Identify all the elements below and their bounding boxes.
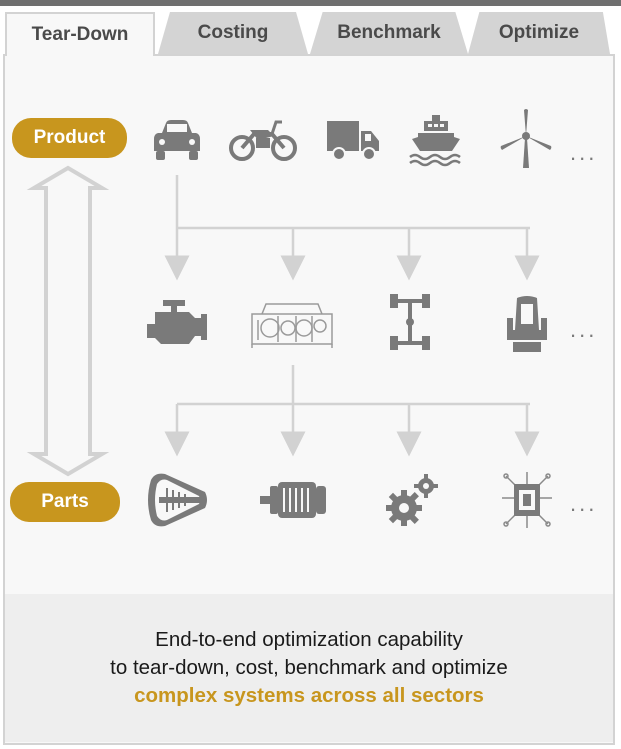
tab-costing[interactable]: Costing xyxy=(158,12,308,54)
tab-tear-down-label: Tear-Down xyxy=(31,24,129,45)
truck-icon xyxy=(327,121,379,161)
motor-icon xyxy=(260,482,326,518)
caption-line-2: to tear-down, cost, benchmark and optimi… xyxy=(110,656,508,679)
axle-chassis-icon xyxy=(390,294,430,350)
wind-turbine-icon xyxy=(500,109,552,168)
tab-optimize-label: Optimize xyxy=(498,22,580,43)
gears-icon xyxy=(386,474,438,526)
more-systems-ellipsis: ... xyxy=(570,317,598,342)
tab-costing-label: Costing xyxy=(197,22,269,43)
product-parts-double-arrow xyxy=(26,165,110,477)
car-icon xyxy=(154,120,200,160)
tab-benchmark[interactable]: Benchmark xyxy=(310,12,468,54)
circuit-chip-icon xyxy=(502,472,552,528)
caption-panel: End-to-end optimization capability to te… xyxy=(5,594,613,742)
caption-line-1: End-to-end optimization capability xyxy=(155,628,463,651)
parts-level-label: Parts xyxy=(10,482,120,522)
motorcycle-icon xyxy=(229,120,297,161)
top-bar xyxy=(0,0,621,6)
caption-highlight: complex systems across all sectors xyxy=(134,684,484,707)
gearbox-icon xyxy=(251,303,333,348)
electric-motor-cutaway-icon xyxy=(148,473,207,527)
ship-icon xyxy=(409,115,461,167)
seat-icon xyxy=(507,296,547,352)
more-products-ellipsis: ... xyxy=(570,140,598,165)
more-parts-ellipsis: ... xyxy=(570,491,598,516)
tab-optimize[interactable]: Optimize xyxy=(468,12,610,54)
product-level-label: Product xyxy=(12,118,127,158)
tab-benchmark-label: Benchmark xyxy=(337,22,441,43)
engine-icon xyxy=(147,300,207,344)
tab-tear-down[interactable]: Tear-Down xyxy=(5,12,155,56)
